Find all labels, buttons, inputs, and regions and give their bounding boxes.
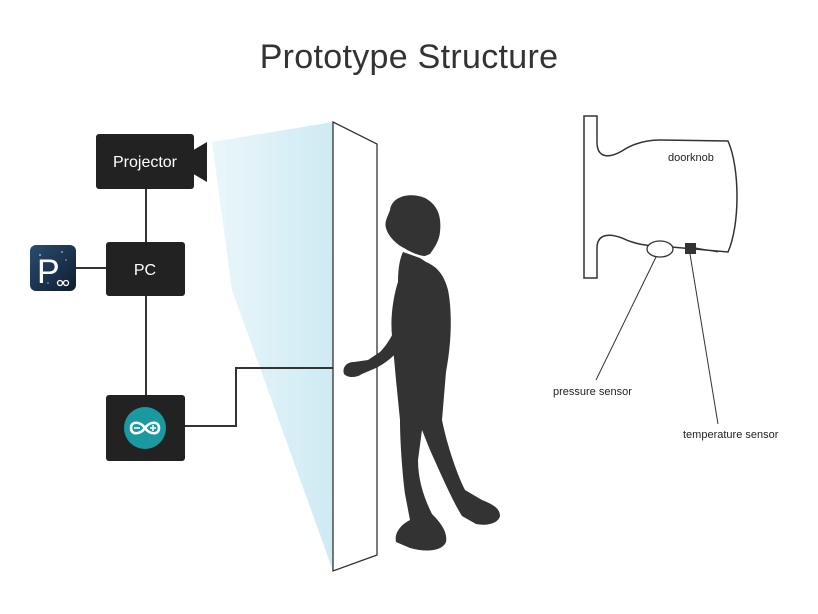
video-camera-icon <box>190 142 207 182</box>
temperature-sensor-label: temperature sensor <box>683 429 779 441</box>
pressure-sensor-label: pressure sensor <box>553 386 632 398</box>
arduino-box <box>106 395 185 461</box>
doorknob-detail: doorknob pressure sensor temperature sen… <box>553 115 779 441</box>
pc-box: PC <box>106 242 185 296</box>
arduino-door-line <box>185 367 333 427</box>
pressure-sensor-leader <box>595 256 657 381</box>
pressure-sensor <box>646 240 674 258</box>
pc-label: PC <box>134 262 156 279</box>
projector-box: Projector <box>96 134 207 189</box>
door-edge-outline <box>583 115 738 279</box>
temperature-sensor <box>685 243 696 254</box>
door-panel <box>332 120 378 572</box>
doorknob-label: doorknob <box>668 152 714 164</box>
processing-logo-icon: P <box>30 245 76 291</box>
projector-label: Projector <box>113 154 178 171</box>
temperature-sensor-leader <box>689 253 719 425</box>
processing-letter: P <box>37 253 60 291</box>
diagram-title: Prototype Structure <box>259 38 559 76</box>
projection-beam <box>212 122 333 571</box>
person-silhouette-icon <box>343 195 500 551</box>
